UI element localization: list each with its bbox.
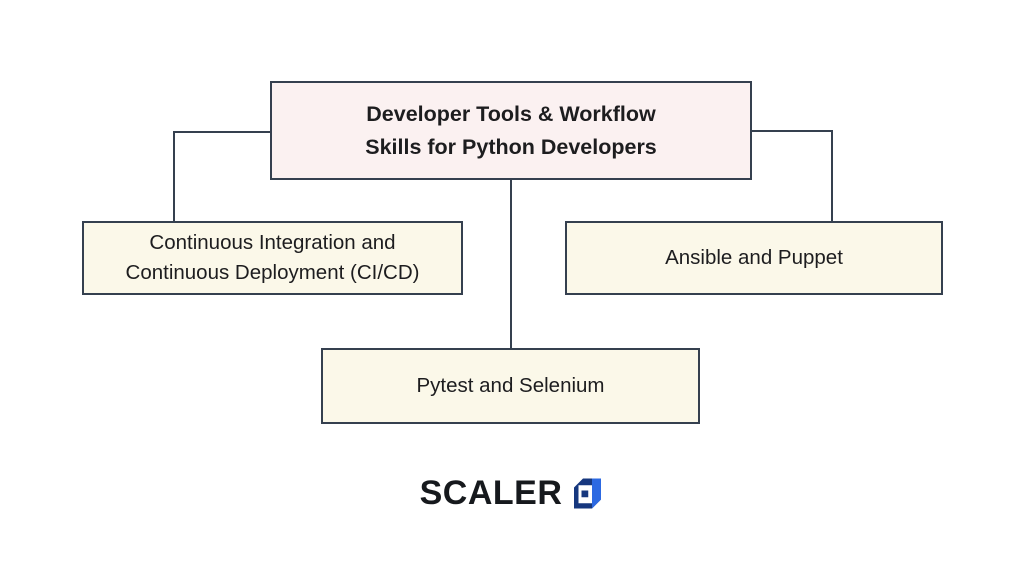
scaler-cube-icon: [574, 478, 602, 509]
cicd-node-label: Continuous Integration and Continuous De…: [125, 231, 420, 284]
connector-left-horizontal: [173, 131, 270, 133]
connector-right-vertical: [831, 130, 833, 221]
diagram-node-root: Developer Tools & Workflow Skills for Py…: [270, 81, 752, 180]
pytest-selenium-node-label: Pytest and Selenium: [416, 374, 605, 397]
ansible-puppet-node-label: Ansible and Puppet: [665, 246, 843, 269]
connector-right-horizontal: [752, 130, 833, 132]
diagram-node-ansible-puppet: Ansible and Puppet: [565, 221, 943, 295]
diagram-node-cicd: Continuous Integration and Continuous De…: [82, 221, 463, 295]
connector-center-vertical: [510, 180, 512, 348]
connector-left-vertical: [173, 131, 175, 221]
scaler-logo: SCALER: [0, 474, 1024, 513]
root-node-label: Developer Tools & Workflow Skills for Py…: [365, 101, 657, 159]
scaler-wordmark: SCALER: [419, 474, 563, 512]
diagram-node-pytest-selenium: Pytest and Selenium: [321, 348, 700, 424]
